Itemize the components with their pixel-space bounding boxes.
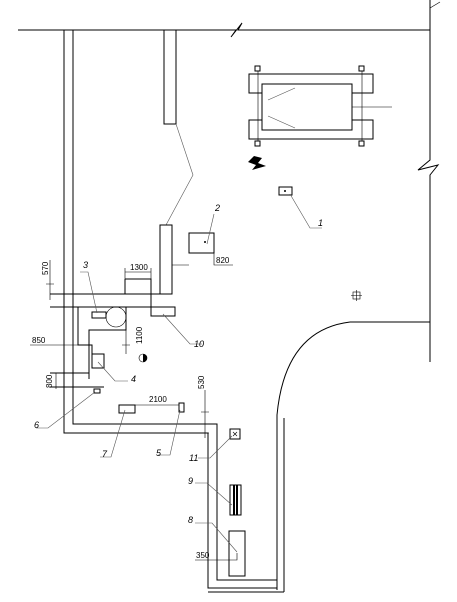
dim-820-line (172, 253, 233, 266)
callout-2: 2 (214, 203, 220, 213)
device-10 (150, 306, 176, 317)
dim-350: 350 (196, 551, 210, 560)
device-1-dot (284, 190, 286, 192)
dim-800: 800 (45, 374, 54, 388)
device-5 (178, 402, 185, 413)
device-4 (91, 353, 105, 369)
dimension-labels: 570 1300 820 850 1100 800 530 2100 350 (32, 256, 230, 560)
callout-numbers: 1 2 3 4 5 6 7 8 9 10 11 (34, 203, 323, 525)
conveyor-inner (72, 30, 277, 581)
dim-820: 820 (216, 256, 230, 265)
callout-8: 8 (188, 515, 193, 525)
dim-850: 850 (32, 336, 46, 345)
block-outline (159, 224, 173, 295)
device-7 (118, 404, 136, 414)
curved-wall (276, 321, 351, 590)
transformer-frame (257, 70, 392, 142)
chute-leader (165, 123, 194, 226)
horizontal-channel (50, 293, 160, 308)
dim-530: 530 (197, 375, 206, 389)
callout-5: 5 (156, 448, 162, 458)
upper-chute (163, 29, 177, 125)
corner-node-tr (358, 65, 365, 72)
dim-1300-line (124, 268, 152, 279)
transformer-body (261, 83, 353, 131)
transformer-hatch (267, 87, 296, 129)
dim-530-line (201, 390, 209, 438)
top-break-mark (429, 1, 441, 9)
device-3 (91, 311, 107, 319)
central-block (50, 224, 176, 394)
device-11-cross (232, 431, 238, 437)
callout-3: 3 (83, 260, 88, 270)
dim-570: 570 (41, 261, 50, 275)
device-2-dot (204, 241, 206, 243)
dim-1100-line (122, 330, 130, 354)
device-6 (93, 388, 101, 394)
transformer (248, 65, 392, 147)
device-9 (229, 484, 242, 516)
callout-11: 11 (189, 453, 198, 463)
callout-6: 6 (34, 420, 39, 430)
callout-10: 10 (194, 339, 204, 349)
corner-node-tl (254, 65, 261, 72)
callout-7: 7 (102, 449, 108, 459)
dim-1100: 1100 (135, 326, 144, 344)
dim-2100: 2100 (149, 395, 167, 404)
equipment (118, 65, 392, 577)
left-stub (77, 307, 93, 354)
lower-left-ledge (50, 372, 104, 388)
corner-node-br (358, 140, 365, 147)
corner-node-bl (254, 140, 261, 147)
dim-1300: 1300 (130, 263, 148, 272)
pump-circle (105, 306, 127, 328)
device-9-core (233, 485, 238, 515)
dim-350-line (195, 553, 238, 561)
lightning-bolt-icon (248, 156, 266, 170)
callout-1: 1 (318, 218, 323, 228)
device-2 (188, 232, 215, 254)
callout-leaders (36, 193, 322, 553)
walls (18, 0, 441, 592)
dim-570-line (46, 260, 54, 300)
callout-9: 9 (188, 476, 193, 486)
cross-circle-icon (351, 290, 362, 301)
right-wall (417, 0, 440, 362)
dimension-lines (30, 253, 238, 561)
callout-4: 4 (131, 374, 136, 384)
top-wall-left (18, 22, 430, 38)
half-filled-circle-icon (138, 353, 148, 363)
